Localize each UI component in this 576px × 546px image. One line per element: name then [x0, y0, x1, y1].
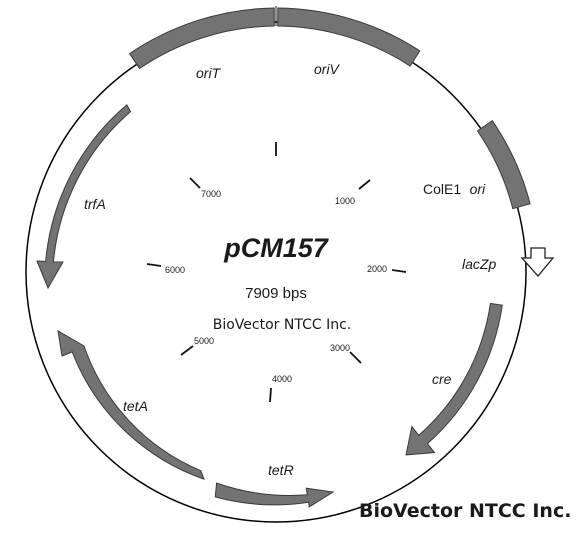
label-cre: cre [432, 371, 452, 387]
label-tetr: tetR [268, 462, 294, 478]
tick-mark-3000 [349, 351, 362, 364]
oriv-feature-box [277, 7, 421, 67]
label-cole1-name: ColE1 [423, 181, 461, 197]
tetr-feature-arrow [214, 482, 335, 508]
lacz-promoter-arrow [520, 247, 555, 277]
tick-label-7000: 7000 [201, 189, 221, 199]
tick-mark-5000 [180, 345, 194, 356]
cre-feature-arrow [405, 302, 503, 456]
label-teta: tetA [123, 398, 148, 414]
tick-mark-1000 [358, 179, 371, 190]
label-cole1-ori: ColE1 ori [423, 181, 486, 198]
tick-mark-7000 [189, 177, 201, 189]
tick-label-6000: 6000 [165, 265, 185, 275]
plasmid-size: 7909 bps [245, 285, 307, 302]
label-trfa: trfA [84, 196, 106, 212]
label-orit: oriT [196, 65, 222, 81]
tick-label-3000: 3000 [330, 343, 350, 353]
teta-feature-arrow [57, 330, 205, 480]
tick-label-1000: 1000 [335, 196, 355, 206]
tick-mark-2000 [391, 269, 407, 273]
orit-feature-box [128, 7, 275, 70]
label-cole1-ori-suffix: ori [470, 181, 486, 197]
tick-label-5000: 5000 [194, 336, 214, 346]
tick-label-4000: 4000 [272, 374, 292, 384]
label-oriv: oriV [314, 61, 341, 77]
cole1-ori-feature-box [476, 119, 531, 210]
label-laczp: lacZp [462, 256, 496, 272]
corner-watermark: BioVector NTCC Inc. [359, 500, 571, 522]
tick-label-2000: 2000 [367, 264, 387, 274]
trfa-feature-arrow [36, 104, 132, 290]
tick-mark-6000 [146, 263, 162, 267]
center-watermark: BioVector NTCC Inc. [213, 317, 351, 333]
tick-mark-4000 [269, 387, 272, 403]
plasmid-name: pCM157 [223, 233, 330, 263]
plasmid-backbone [25, 21, 527, 523]
